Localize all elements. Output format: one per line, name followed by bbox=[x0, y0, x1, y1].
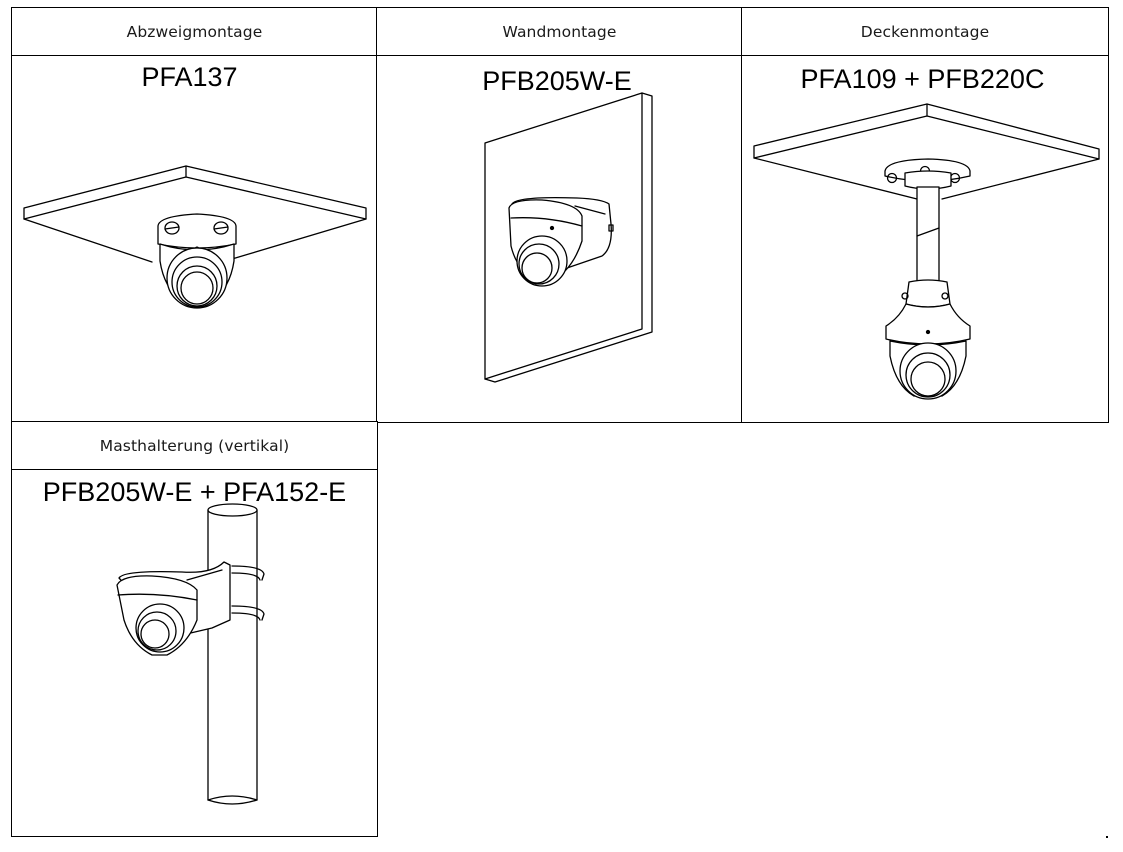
header-label: Wandmontage bbox=[502, 23, 617, 41]
model-label: PFA137 bbox=[141, 62, 238, 92]
model-label: PFB205W-E bbox=[482, 66, 632, 96]
pole-mount-camera-icon bbox=[116, 503, 265, 805]
model-label: PFA109 + PFB220C bbox=[800, 64, 1045, 94]
ceiling-junction-box-camera-icon bbox=[23, 165, 367, 309]
header-cell-ceiling-mount: Deckenmontage bbox=[741, 7, 1109, 57]
stray-dot bbox=[1106, 836, 1108, 838]
header-cell-branch-mount: Abzweigmontage bbox=[11, 7, 378, 57]
mount-cell-branch: PFA137 bbox=[11, 55, 378, 423]
header-label: Abzweigmontage bbox=[126, 23, 263, 41]
header-cell-wall-mount: Wandmontage bbox=[376, 7, 743, 57]
header-label: Deckenmontage bbox=[860, 23, 990, 41]
model-label: PFB205W-E + PFA152-E bbox=[42, 477, 347, 507]
mount-cell-ceiling: PFA109 + PFB220C bbox=[741, 55, 1109, 423]
header-label: Masthalterung (vertikal) bbox=[99, 437, 290, 455]
mount-cell-wall: PFB205W-E bbox=[376, 55, 743, 423]
header-cell-pole-mount: Masthalterung (vertikal) bbox=[11, 421, 378, 471]
wall-mount-camera-icon bbox=[484, 92, 653, 383]
pendant-ceiling-mount-camera-icon bbox=[753, 103, 1100, 400]
mount-cell-pole: PFB205W-E + PFA152-E bbox=[11, 469, 378, 837]
